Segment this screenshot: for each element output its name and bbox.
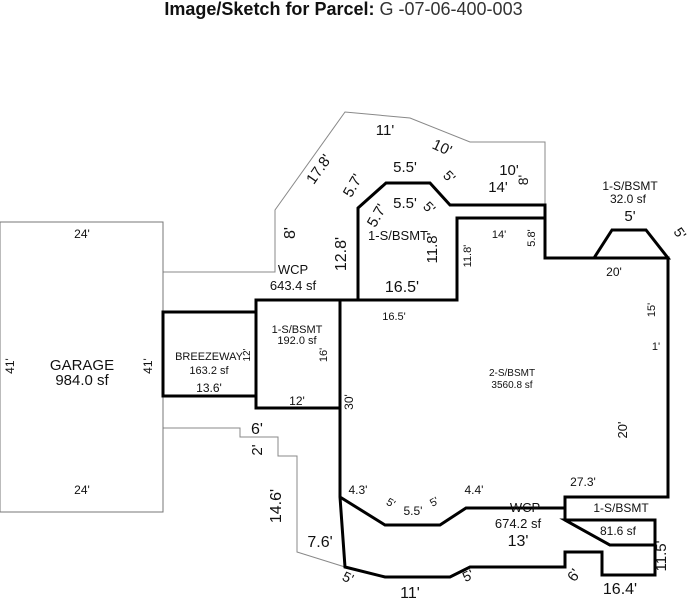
dim-bottom-5b: 5' bbox=[460, 566, 476, 585]
dim-top-11: 11' bbox=[376, 122, 395, 139]
dim-top-10b: 10' bbox=[499, 162, 519, 179]
garage-name: GARAGE bbox=[50, 357, 114, 374]
breezeway-outline bbox=[161, 310, 258, 398]
dim-top-5-5a: 5.5' bbox=[393, 159, 417, 176]
dim-bottom-16-4: 16.4' bbox=[603, 581, 637, 598]
dim-bottom-6: 6' bbox=[564, 566, 584, 585]
dim-garage-left: 41' bbox=[3, 358, 17, 374]
wcp-bottom-area: 674.2 sf bbox=[495, 516, 542, 531]
upper-basement-outline bbox=[356, 181, 547, 302]
dim-main-27-3: 27.3' bbox=[570, 475, 596, 489]
dim-top-8a: 8' bbox=[515, 175, 531, 185]
dim-garage-right: 41' bbox=[141, 358, 155, 374]
dim-top-8b: 8' bbox=[282, 227, 299, 239]
dim-top-11-8a: 11.8' bbox=[424, 232, 441, 263]
dim-top-10: 10' bbox=[429, 136, 454, 160]
sketch-title: Image/Sketch for Parcel: G -07-06-400-00… bbox=[0, 0, 687, 22]
dim-bay-5-slant: 5' bbox=[671, 224, 687, 242]
small-basement-area: 192.0 sf bbox=[277, 335, 317, 347]
dim-bottom-11-5: 11.5' bbox=[653, 540, 670, 571]
dim-top-16-5: 16.5' bbox=[385, 279, 419, 296]
bay-basement-name: 1-S/BSMT bbox=[602, 179, 658, 193]
breezeway-area: 163.2 sf bbox=[189, 365, 229, 377]
dim-main-4-3: 4.3' bbox=[349, 483, 368, 497]
bottom-basement-area: 81.6 sf bbox=[600, 524, 637, 538]
dim-small-basement-right: 16' bbox=[318, 348, 330, 362]
bay-basement-outline bbox=[591, 228, 672, 260]
main-house-name: 2-S/BSMT bbox=[489, 368, 535, 379]
dim-garage-top: 24' bbox=[74, 227, 90, 241]
dim-main-5-5: 5.5' bbox=[404, 504, 423, 518]
garage-area: 984.0 sf bbox=[55, 372, 109, 389]
dim-top-12-8: 12.8' bbox=[333, 237, 350, 271]
dim-bay-20: 20' bbox=[606, 265, 622, 279]
dim-left-14-6: 14.6' bbox=[268, 489, 285, 523]
dim-main-20: 20' bbox=[615, 422, 630, 439]
dim-main-15: 15' bbox=[646, 303, 658, 317]
dim-garage-bottom: 24' bbox=[74, 483, 90, 497]
dim-top-11-8b: 11.8' bbox=[462, 245, 474, 268]
bay-basement-area: 32.0 sf bbox=[610, 192, 647, 206]
dim-top-14a: 14' bbox=[488, 179, 508, 196]
bottom-basement-outline bbox=[559, 518, 657, 547]
title-label: Image/Sketch for Parcel: bbox=[164, 0, 375, 19]
dim-top-14b: 14' bbox=[492, 229, 506, 241]
dim-main-1: 1' bbox=[652, 341, 660, 353]
dim-bottom-5a: 5' bbox=[340, 568, 356, 587]
main-house-outline bbox=[338, 216, 670, 579]
dim-main-4-4: 4.4' bbox=[465, 483, 484, 497]
breezeway-name: BREEZEWAY bbox=[175, 351, 244, 363]
dim-bottom-11: 11' bbox=[400, 585, 420, 600]
wcp-bottom-name: WCP bbox=[510, 500, 540, 515]
bottom-basement-name: 1-S/BSMT bbox=[593, 501, 649, 515]
small-basement-outline bbox=[254, 298, 342, 410]
small-basement-name: 1-S/BSMT bbox=[272, 324, 323, 336]
dim-breezeway-bottom: 13.6' bbox=[196, 381, 222, 395]
dim-small-basement-bottom: 12' bbox=[289, 394, 305, 408]
wcp-top-name: WCP bbox=[278, 262, 308, 277]
dim-left-7-6: 7.6' bbox=[307, 534, 332, 551]
parcel-number: G -07-06-400-003 bbox=[379, 0, 523, 19]
dim-top-5-5b: 5.5' bbox=[393, 195, 417, 212]
dim-top-5-8: 5.8' bbox=[526, 229, 538, 246]
dim-breezeway-right: 12' bbox=[242, 348, 253, 361]
dim-bottom-13: 13' bbox=[508, 533, 529, 550]
upper-basement-name: 1-S/BSMT bbox=[368, 228, 428, 243]
dim-main-30: 30' bbox=[342, 394, 356, 410]
dim-left-6: 6' bbox=[251, 421, 263, 438]
dim-left-2: 2' bbox=[249, 444, 266, 455]
wcp-top-area: 643.4 sf bbox=[270, 278, 317, 293]
dim-bay-5: 5' bbox=[624, 208, 635, 225]
main-house-area: 3560.8 sf bbox=[491, 380, 532, 391]
main-bottom-edge bbox=[339, 495, 565, 527]
dim-main-16-5: 16.5' bbox=[382, 311, 406, 323]
